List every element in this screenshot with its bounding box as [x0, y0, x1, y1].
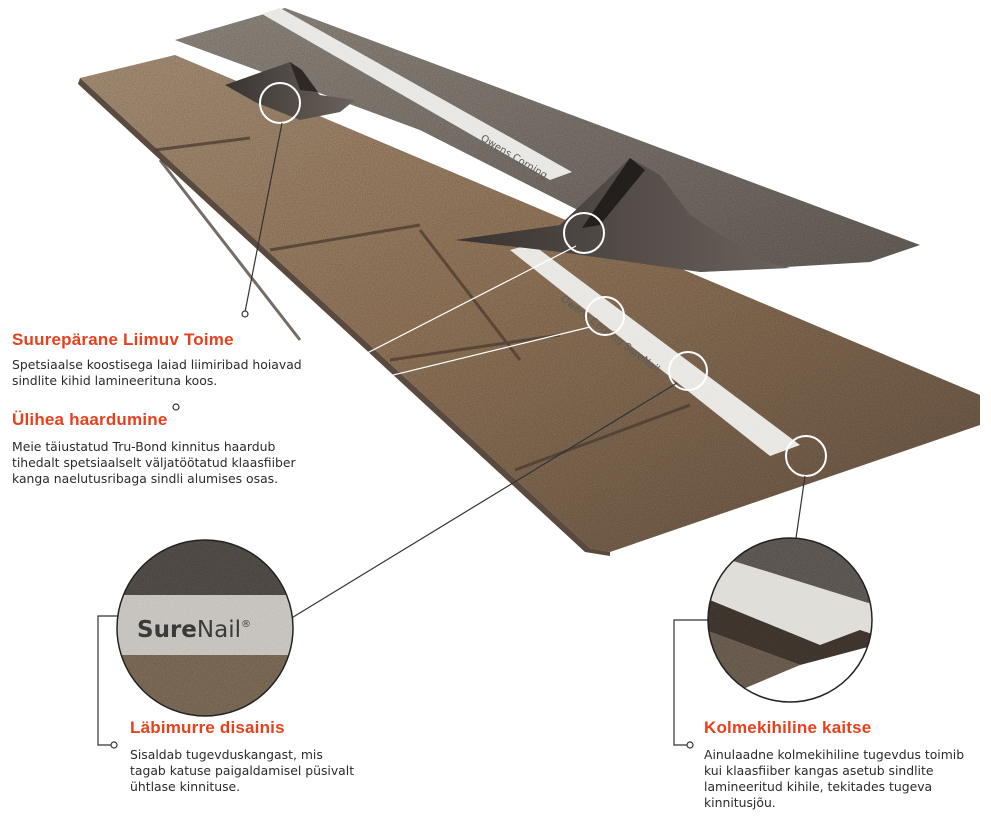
peeled-corner-upper: [225, 62, 355, 120]
indicator-surenail: [668, 351, 708, 391]
callout-grip: Ülihea haardumine Meie täiustatud Tru-Bo…: [12, 410, 342, 487]
surenail-logo: SureNail®: [137, 617, 251, 643]
leader-lines: [97, 122, 806, 749]
zoom-circle-surenail: SureNail®: [116, 539, 294, 717]
zoom-circle-triple-layer: [707, 537, 873, 703]
indicator-adhesion: [259, 82, 301, 124]
indicator-triple: [785, 435, 827, 477]
callout-triple-text: Ainulaadne kolmekihiline tugevdus toimib…: [704, 747, 965, 810]
callout-triple-title: Kolmekihiline kaitse: [704, 718, 872, 737]
callout-adhesion-title: Suurepärane Liimuv Toime: [12, 330, 234, 349]
indicator-grip: [585, 296, 625, 336]
shingle-upper-sheet: [175, 8, 920, 272]
callout-design-text: Sisaldab tugevduskangast, mis tagab katu…: [130, 747, 355, 794]
callout-design-title: Läbimurre disainis: [130, 718, 285, 737]
peeled-corner-lower: [455, 158, 790, 272]
callout-grip-text: Meie täiustatud Tru-Bond kinnitus haardu…: [12, 439, 296, 486]
callout-triple: Kolmekihiline kaitse Ainulaadne kolmekih…: [704, 718, 984, 811]
indicator-circles: [259, 82, 827, 477]
callout-grip-title: Ülihea haardumine: [12, 410, 168, 429]
callout-adhesion: Suurepärane Liimuv Toime Spetsiaalse koo…: [12, 330, 342, 389]
indicator-peel: [563, 212, 605, 254]
shingle-tab-lines: [154, 136, 691, 472]
callout-adhesion-text: Spetsiaalse koostisega laiad liimiribad …: [12, 357, 302, 388]
callout-design: Läbimurre disainis Sisaldab tugevduskang…: [130, 718, 380, 795]
